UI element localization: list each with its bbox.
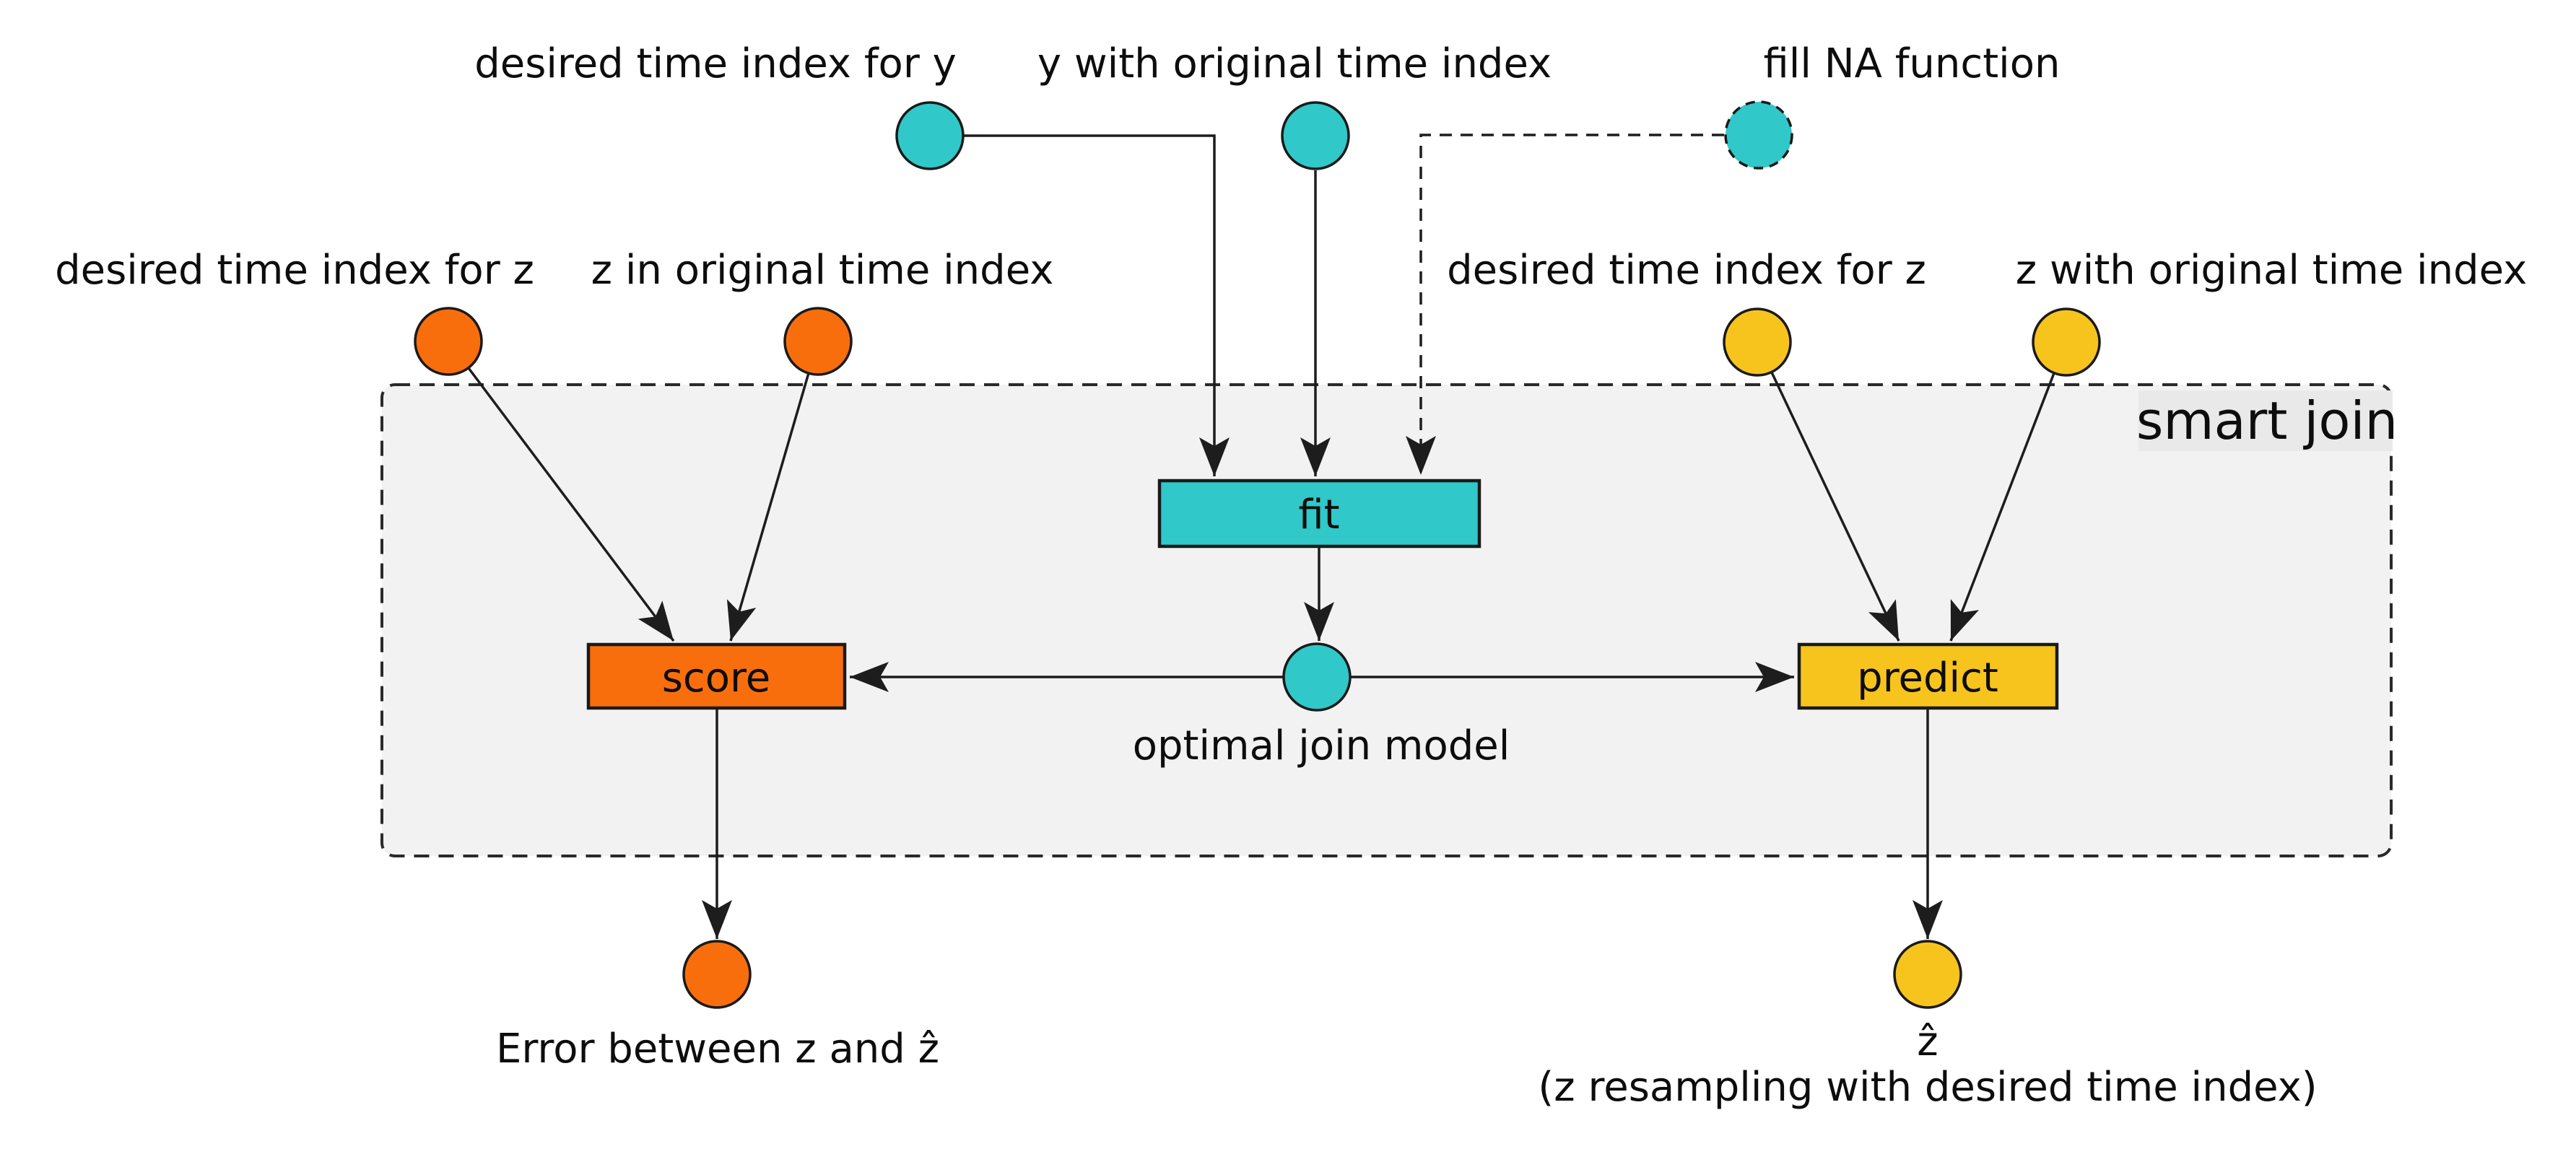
process-nodes: fit score predict: [586, 479, 2059, 712]
smart-join-region: smart join: [380, 383, 2398, 857]
label-z-hat-caption: (z resampling with desired time index): [1538, 1064, 2317, 1111]
edge-z-original-left-to-score: [726, 372, 810, 642]
node-fit: [1157, 479, 1481, 549]
label-z-hat-output: ẑ: [1917, 1018, 1938, 1065]
input-node-z-original-time-index-right: [2032, 307, 2101, 377]
input-node-y-original-time-index: [1281, 101, 1350, 170]
smart-join-label-background: [2138, 390, 2393, 451]
label-z-original-time-index-left: z in original time index: [591, 247, 1054, 294]
input-node-z-original-time-index-left: [783, 307, 853, 376]
edges: [467, 134, 2055, 939]
edge-z-original-right-to-predict: [1949, 372, 2055, 642]
labels: desired time index for y y with original…: [55, 40, 2527, 1111]
node-fit-label: fit: [1298, 492, 1339, 538]
input-node-desired-time-index-z-right: [1723, 307, 1792, 377]
edge-desired-y-to-fit: [963, 134, 1230, 476]
smart-join-region-box: [380, 383, 2393, 857]
label-desired-time-index-z-left: desired time index for z: [55, 247, 534, 294]
edge-fill-na-to-fit: [1406, 134, 1724, 475]
edge-desired-z-left-to-score: [467, 367, 675, 642]
node-predict-label: predict: [1857, 655, 1998, 702]
output-node-z-hat: [1893, 940, 1962, 1009]
node-score: [586, 642, 847, 710]
node-optimal-join-model: [1282, 642, 1352, 712]
node-predict: [1797, 642, 2059, 710]
node-score-label: score: [662, 655, 770, 702]
input-node-desired-time-index-y: [895, 101, 965, 170]
label-error-output: Error between z and ẑ: [496, 1026, 939, 1072]
label-desired-time-index-y: desired time index for y: [474, 40, 957, 87]
input-nodes: [414, 100, 2101, 377]
label-y-original-time-index: y with original time index: [1037, 40, 1552, 87]
label-z-original-time-index-right: z with original time index: [2016, 247, 2527, 294]
label-fill-na-function: fill NA function: [1764, 40, 2061, 87]
label-desired-time-index-z-right: desired time index for z: [1447, 247, 1926, 294]
input-node-desired-time-index-z-left: [414, 307, 483, 376]
label-optimal-join-model: optimal join model: [1133, 722, 1510, 769]
output-node-error: [682, 940, 752, 1009]
input-node-fill-na-function: [1724, 100, 1793, 170]
edge-desired-z-right-to-predict: [1770, 372, 1900, 642]
output-nodes: [682, 940, 1962, 1009]
smart-join-label: smart join: [2136, 390, 2398, 451]
